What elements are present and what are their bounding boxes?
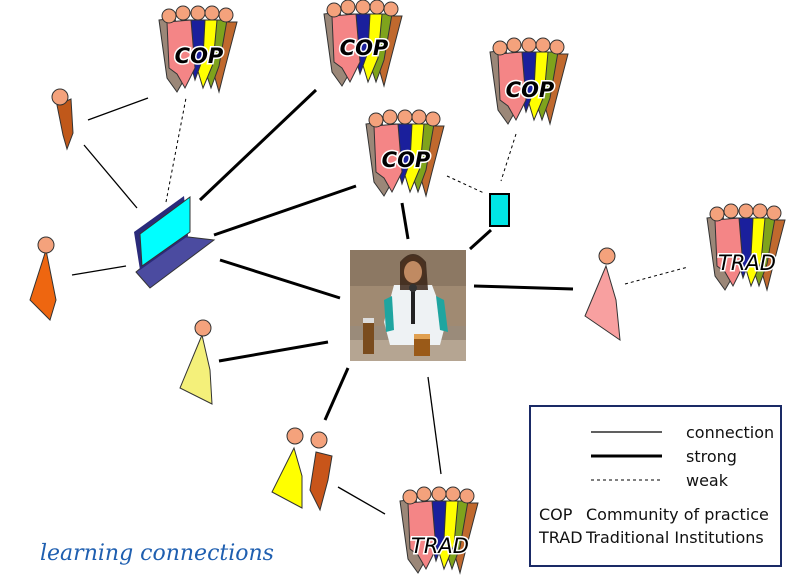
cop-group-1: COP [158, 5, 238, 93]
connections [71, 88, 689, 515]
person-icon-1 [51, 88, 74, 150]
weak-cop3-device [446, 175, 485, 194]
strong-person3-center [218, 340, 329, 363]
legend-connection-label: connection [686, 423, 775, 442]
cop-group-label: COP [340, 36, 389, 60]
cop-group-label: COP [506, 78, 555, 102]
diagram-caption: learning connections [40, 541, 274, 566]
weak-laptop-cop1 [165, 97, 187, 203]
legend-cop-abbr: COP [539, 505, 573, 524]
legend-strong-label: strong [686, 447, 737, 466]
person-icon-2 [29, 236, 57, 321]
legend-cop-definition: Community of practice [586, 505, 769, 524]
legend-weak-label: weak [686, 471, 728, 490]
weak-cop4-device [500, 133, 517, 182]
cop-group-2: COP [323, 0, 403, 87]
strong-center-pair [323, 367, 350, 421]
connection-pair-trad2 [337, 486, 386, 515]
connection-person2-laptop [71, 265, 127, 276]
mobile-device-icon [489, 193, 510, 227]
legend-box: connection strong weak COP Community of … [529, 405, 782, 567]
cop-group-3: COP [365, 109, 445, 197]
connection-person1-laptop [83, 144, 138, 209]
strong-center-person4 [473, 284, 574, 291]
strong-laptop-cop2 [198, 88, 318, 202]
legend-trad-definition: Traditional Institutions [586, 528, 764, 547]
trad-group-1: TRAD [706, 203, 786, 291]
weak-person4-trad1 [624, 266, 689, 285]
cop-group-4: COP [489, 37, 569, 125]
strong-laptop-center [219, 258, 341, 300]
legend-swatches [591, 431, 662, 481]
trad-group-label: TRAD [718, 251, 776, 275]
trad-group-label: TRAD [411, 534, 469, 558]
person-icon-3 [179, 319, 213, 405]
strong-cop3-center [400, 202, 410, 240]
legend-trad-abbr: TRAD [539, 528, 583, 547]
person-pair-icon [271, 427, 333, 512]
speaker-photo [350, 250, 466, 361]
strong-device-center [468, 228, 493, 251]
cop-group-label: COP [382, 148, 431, 172]
connection-person1-cop1 [87, 97, 149, 121]
connection-center-trad2 [427, 376, 442, 475]
trad-group-2: TRAD [399, 486, 479, 574]
cop-group-label: COP [175, 44, 224, 68]
laptop-icon [134, 196, 216, 289]
person-icon-4 [584, 247, 621, 342]
strong-laptop-cop3 [213, 184, 357, 237]
